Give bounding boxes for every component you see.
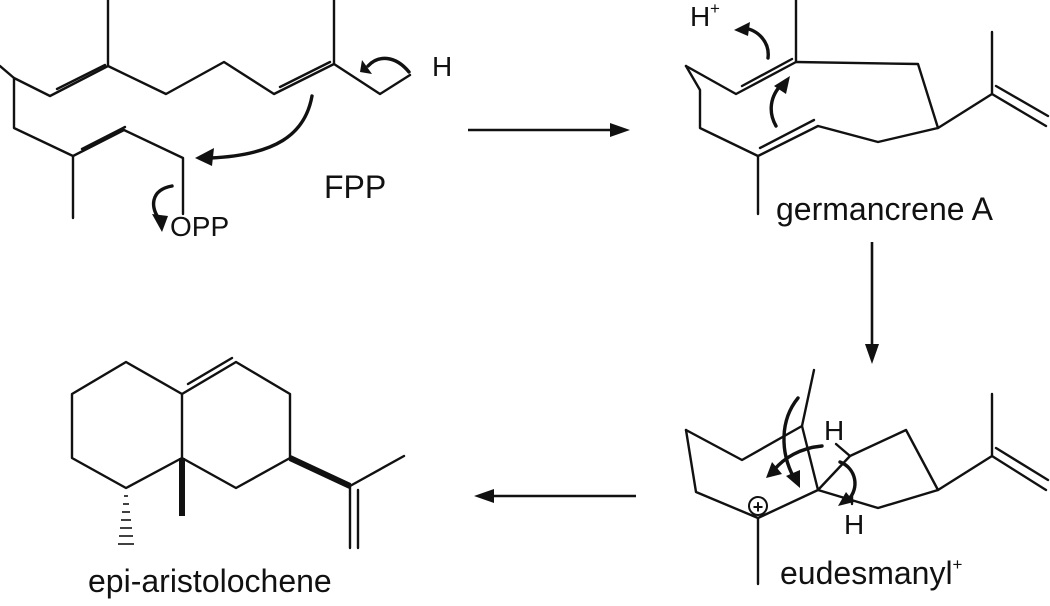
isopropenyl-wedge <box>288 455 352 489</box>
eud-h-top-label: H <box>824 415 844 446</box>
aristolochene-label: epi-aristolochene <box>88 563 332 599</box>
eud-arrow-methyl <box>782 396 800 480</box>
eud-arrow-hydride <box>772 444 824 472</box>
fpp-arrow-cyclize <box>208 94 314 160</box>
germ-h-label: H <box>690 1 710 32</box>
germ-arrow-ring <box>769 82 784 128</box>
germacrene-label: germancrene A <box>776 191 994 227</box>
reaction-arrow-3 <box>474 489 636 503</box>
fpp-label: FPP <box>324 169 386 205</box>
germacrene-structure <box>684 0 1050 216</box>
eud-h-bottom-label: H <box>844 509 864 540</box>
fpp-arrow-h <box>366 56 411 74</box>
eud-arrow-h2 <box>838 460 857 502</box>
eudesmanyl-label: eudesmanyl+ <box>780 555 963 591</box>
aristolochene-structure <box>70 356 406 550</box>
eudesmanyl-structure <box>684 368 1050 586</box>
reaction-arrow-1 <box>468 123 630 137</box>
reaction-arrow-2 <box>865 242 879 364</box>
fpp-h-label: H <box>432 51 452 82</box>
germ-h-charge: + <box>710 0 720 18</box>
cation-charge: + <box>753 497 764 517</box>
methyl-hash <box>118 495 134 545</box>
fpp-opp-label: OPP <box>170 211 229 242</box>
fpp-structure <box>0 0 412 232</box>
